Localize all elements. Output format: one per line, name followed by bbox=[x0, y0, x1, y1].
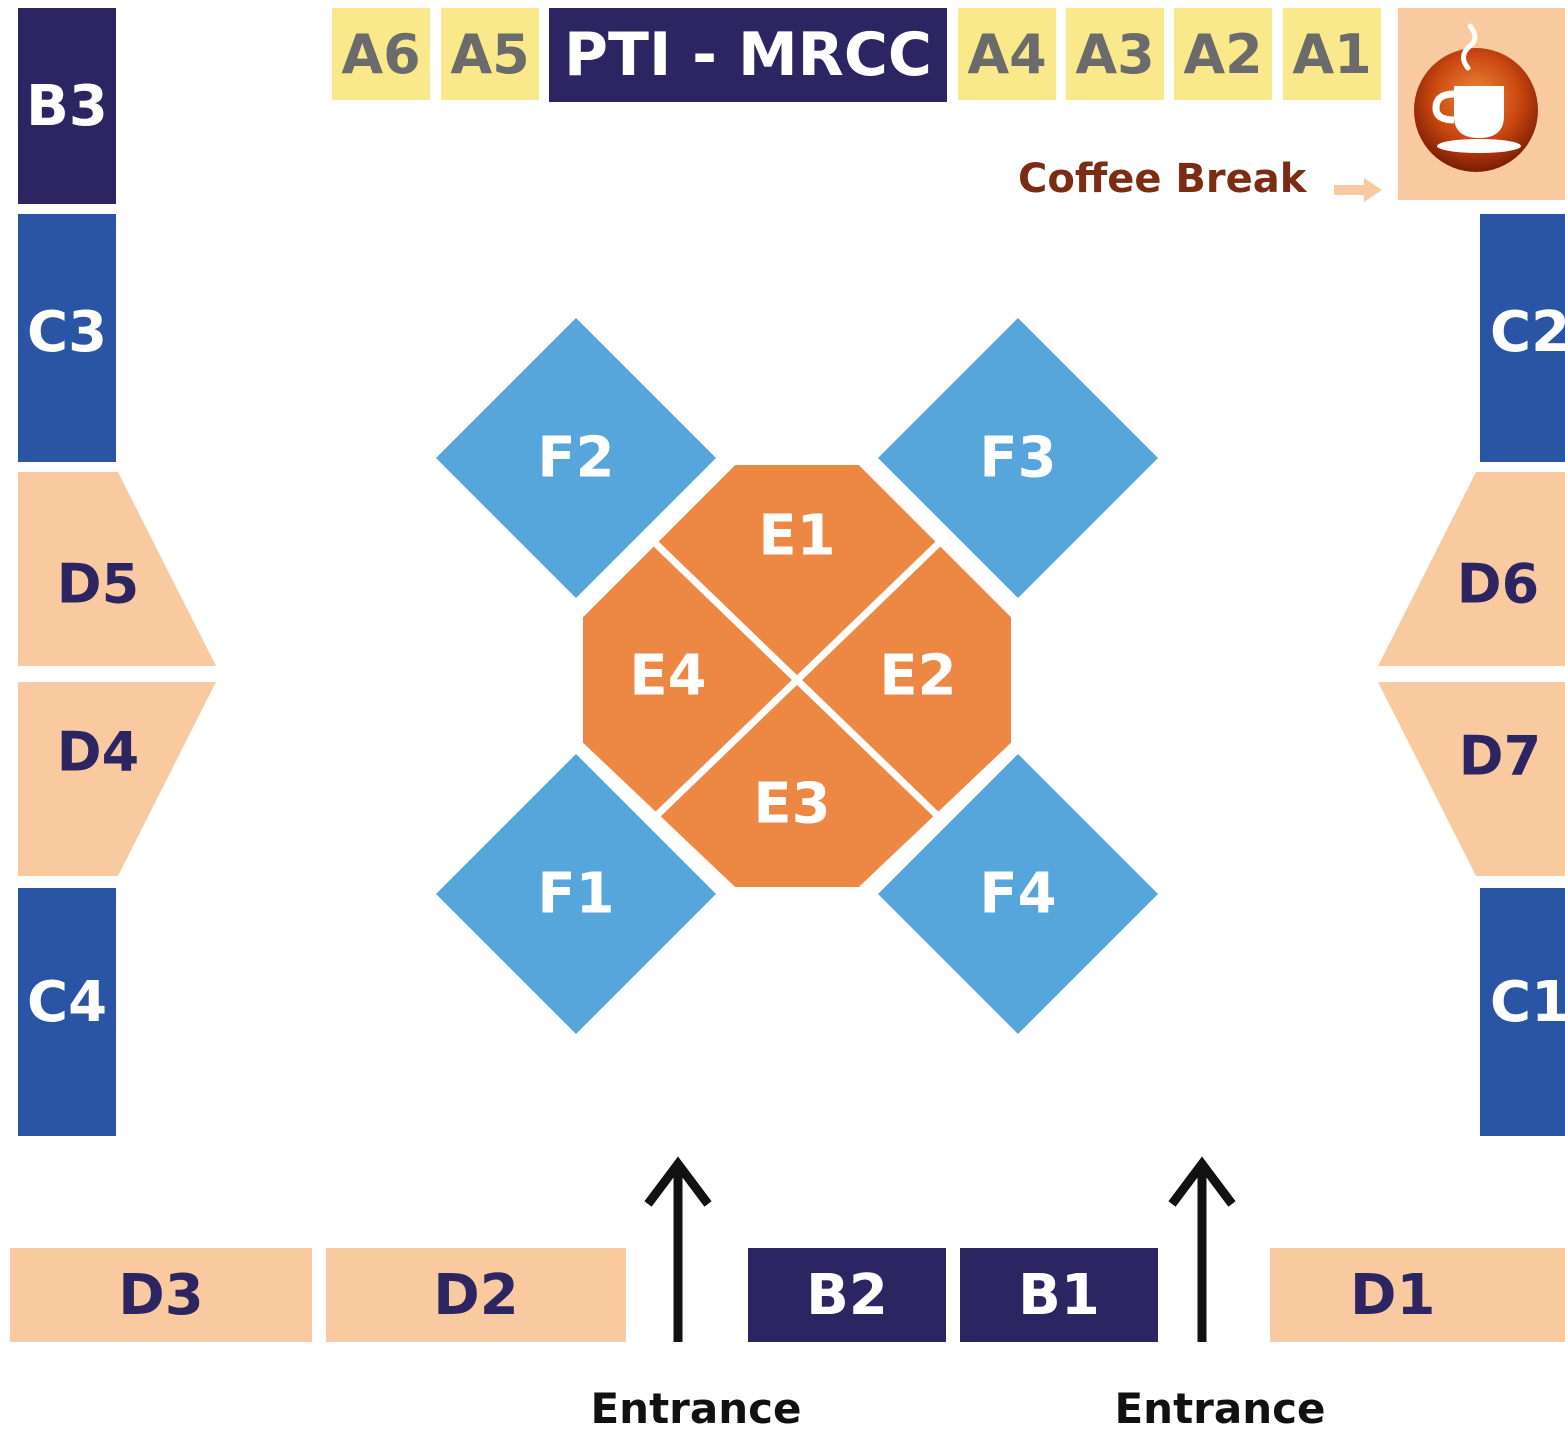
booth-d7-label: D7 bbox=[1459, 725, 1541, 788]
booth-e1-label: E1 bbox=[758, 504, 835, 569]
arrow-up-icon bbox=[644, 1156, 712, 1342]
booth-b2[interactable]: B2 bbox=[748, 1248, 946, 1342]
booth-a2-label: A2 bbox=[1183, 22, 1263, 86]
e-outline bbox=[577, 459, 1017, 893]
booth-a5[interactable]: A5 bbox=[441, 8, 539, 100]
booth-pti-mrcc[interactable]: PTI - MRCC bbox=[549, 8, 947, 102]
booth-d1[interactable]: D1 bbox=[1270, 1248, 1565, 1342]
booth-c1-label: C1 bbox=[1490, 970, 1565, 1035]
booth-pti-mrcc-label: PTI - MRCC bbox=[564, 20, 932, 90]
booth-d4-label: D4 bbox=[57, 721, 139, 784]
coffee-cup-icon bbox=[1414, 23, 1538, 172]
booth-e1[interactable]: E1 bbox=[654, 462, 940, 685]
arrow-right-icon bbox=[1334, 178, 1382, 202]
coffee-break-area[interactable] bbox=[1398, 8, 1565, 200]
arrow-up-icon bbox=[1168, 1156, 1236, 1342]
booth-e4[interactable]: E4 bbox=[580, 542, 797, 818]
booth-f1[interactable]: F1 bbox=[436, 754, 716, 1034]
booth-f1-label: F1 bbox=[537, 862, 614, 927]
booth-e3-label: E3 bbox=[753, 772, 830, 837]
booth-a1[interactable]: A1 bbox=[1283, 8, 1381, 100]
booth-f2[interactable]: F2 bbox=[436, 318, 716, 598]
booth-d3-label: D3 bbox=[118, 1262, 204, 1328]
booth-a4[interactable]: A4 bbox=[958, 8, 1056, 100]
booth-d5[interactable]: D5 bbox=[18, 472, 216, 666]
booth-c4[interactable]: C4 bbox=[18, 888, 116, 1136]
entrance-label: Entrance bbox=[1114, 1384, 1326, 1433]
booth-c2[interactable]: C2 bbox=[1480, 214, 1565, 462]
booth-b1[interactable]: B1 bbox=[960, 1248, 1158, 1342]
booth-b2-label: B2 bbox=[806, 1262, 888, 1328]
e-divider-line bbox=[651, 539, 943, 821]
booth-d5-label: D5 bbox=[57, 553, 139, 616]
booth-c4-label: C4 bbox=[26, 970, 108, 1035]
booth-c3[interactable]: C3 bbox=[18, 214, 116, 462]
booth-b3-label: B3 bbox=[26, 74, 108, 139]
booth-a4-label: A4 bbox=[967, 22, 1047, 86]
booth-d2[interactable]: D2 bbox=[326, 1248, 626, 1342]
booth-a1-label: A1 bbox=[1292, 22, 1372, 86]
booth-b3[interactable]: B3 bbox=[18, 8, 116, 204]
booth-e2-label: E2 bbox=[879, 644, 956, 709]
booth-e4-label: E4 bbox=[629, 644, 706, 709]
booth-f4[interactable]: F4 bbox=[878, 754, 1158, 1034]
booth-b1-label: B1 bbox=[1018, 1262, 1100, 1328]
booth-d6-label: D6 bbox=[1457, 553, 1539, 616]
booth-a3-label: A3 bbox=[1075, 22, 1155, 86]
entrance-label: Entrance bbox=[590, 1384, 802, 1433]
booth-f4-label: F4 bbox=[979, 862, 1056, 927]
booth-f3-label: F3 bbox=[979, 426, 1056, 491]
booth-d6[interactable]: D6 bbox=[1378, 472, 1565, 666]
booth-a5-label: A5 bbox=[450, 22, 530, 86]
booth-e3[interactable]: E3 bbox=[654, 685, 940, 890]
booth-a2[interactable]: A2 bbox=[1174, 8, 1272, 100]
booth-f3[interactable]: F3 bbox=[878, 318, 1158, 598]
booth-d3[interactable]: D3 bbox=[10, 1248, 312, 1342]
booth-d7[interactable]: D7 bbox=[1378, 682, 1565, 876]
booth-c2-label: C2 bbox=[1490, 300, 1565, 365]
booth-c3-label: C3 bbox=[26, 300, 108, 365]
booth-f2-label: F2 bbox=[537, 426, 614, 491]
booth-e2[interactable]: E2 bbox=[797, 542, 1014, 818]
booth-a3[interactable]: A3 bbox=[1066, 8, 1164, 100]
booth-a6[interactable]: A6 bbox=[332, 8, 430, 100]
booth-c1[interactable]: C1 bbox=[1480, 888, 1565, 1136]
booth-a6-label: A6 bbox=[341, 22, 421, 86]
coffee-break-label: Coffee Break bbox=[1018, 156, 1307, 202]
booth-d1-label: D1 bbox=[1350, 1262, 1436, 1328]
booth-d4[interactable]: D4 bbox=[18, 682, 216, 876]
booth-d2-label: D2 bbox=[433, 1262, 519, 1328]
